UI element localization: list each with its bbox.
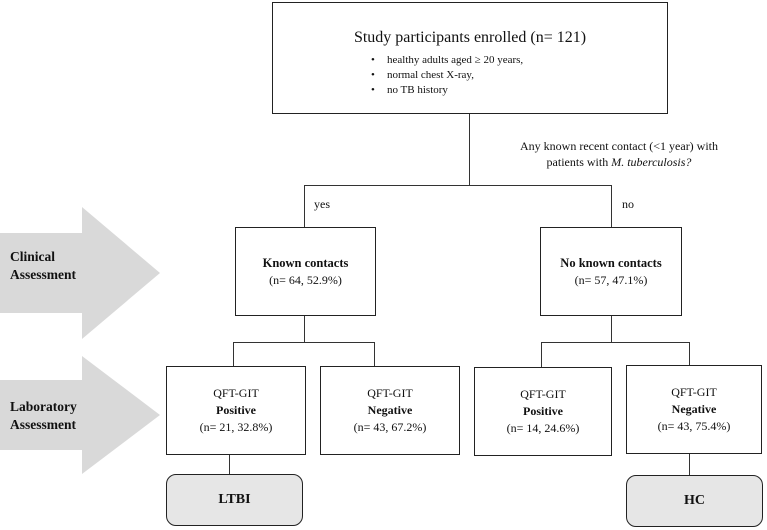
criteria-item: healthy adults aged ≥ 20 years, — [371, 53, 667, 68]
test-name: QFT-GIT — [671, 385, 717, 399]
test-result: Negative — [671, 402, 717, 416]
question-line2: patients with M. tuberculosis? — [478, 154, 760, 170]
no-known-contacts-box: No known contacts (n= 57, 47.1%) — [540, 227, 682, 316]
test-stats: (n= 43, 67.2%) — [353, 420, 427, 434]
known-contacts-box: Known contacts (n= 64, 52.9%) — [235, 227, 376, 316]
qft-positive-unknown-box: QFT-GIT Positive (n= 14, 24.6%) — [474, 367, 612, 456]
connector — [689, 342, 690, 365]
test-result: Negative — [367, 403, 413, 417]
inclusion-criteria-list: healthy adults aged ≥ 20 years, normal c… — [371, 53, 667, 98]
qft-positive-known-box: QFT-GIT Positive (n= 21, 32.8%) — [166, 366, 306, 455]
connector — [374, 342, 375, 366]
connector — [233, 342, 234, 366]
connector — [304, 185, 612, 186]
connector — [611, 185, 612, 227]
clinical-label-line1: Clinical — [10, 249, 56, 264]
hc-outcome-box: HC — [626, 475, 763, 527]
test-stats: (n= 14, 24.6%) — [506, 421, 580, 435]
test-name: QFT-GIT — [213, 386, 259, 400]
laboratory-label-line1: Laboratory — [10, 399, 77, 414]
ltbi-outcome-box: LTBI — [166, 474, 303, 526]
no-known-contacts-stats: (n= 57, 47.1%) — [574, 273, 648, 287]
test-result: Positive — [216, 403, 256, 417]
criteria-item: normal chest X-ray, — [371, 68, 667, 83]
connector — [233, 342, 375, 343]
test-result: Positive — [523, 404, 563, 418]
connector — [611, 316, 612, 342]
clinical-stage-label: Clinical Assessment — [10, 248, 76, 284]
question-prefix: patients with — [546, 155, 612, 169]
no-known-contacts-title: No known contacts — [560, 256, 662, 270]
contact-question: Any known recent contact (<1 year) with … — [478, 138, 760, 170]
test-name: QFT-GIT — [520, 387, 566, 401]
connector — [541, 342, 690, 343]
connector — [541, 342, 542, 367]
known-contacts-title: Known contacts — [262, 256, 349, 270]
test-stats: (n= 43, 75.4%) — [657, 419, 731, 433]
enrolled-box: Study participants enrolled (n= 121) hea… — [272, 2, 668, 114]
connector — [304, 316, 305, 342]
laboratory-stage-arrow — [0, 356, 160, 474]
test-stats: (n= 21, 32.8%) — [199, 420, 273, 434]
criteria-item: no TB history — [371, 83, 667, 98]
qft-negative-known-box: QFT-GIT Negative (n= 43, 67.2%) — [320, 366, 460, 455]
known-contacts-stats: (n= 64, 52.9%) — [269, 273, 342, 287]
laboratory-label-line2: Assessment — [10, 417, 76, 432]
no-branch-label: no — [622, 197, 634, 211]
clinical-label-line2: Assessment — [10, 267, 76, 282]
test-name: QFT-GIT — [367, 386, 413, 400]
qft-negative-unknown-box: QFT-GIT Negative (n= 43, 75.4%) — [626, 365, 762, 454]
connector — [229, 455, 230, 474]
question-line1: Any known recent contact (<1 year) with — [519, 139, 719, 153]
connector — [469, 114, 470, 185]
connector — [304, 185, 305, 227]
clinical-stage-arrow — [0, 207, 160, 339]
enrolled-title: Study participants enrolled (n= 121) — [353, 29, 587, 46]
connector — [689, 454, 690, 475]
laboratory-stage-label: Laboratory Assessment — [10, 398, 77, 434]
question-organism: M. tuberculosis? — [611, 155, 692, 169]
yes-branch-label: yes — [314, 197, 330, 211]
